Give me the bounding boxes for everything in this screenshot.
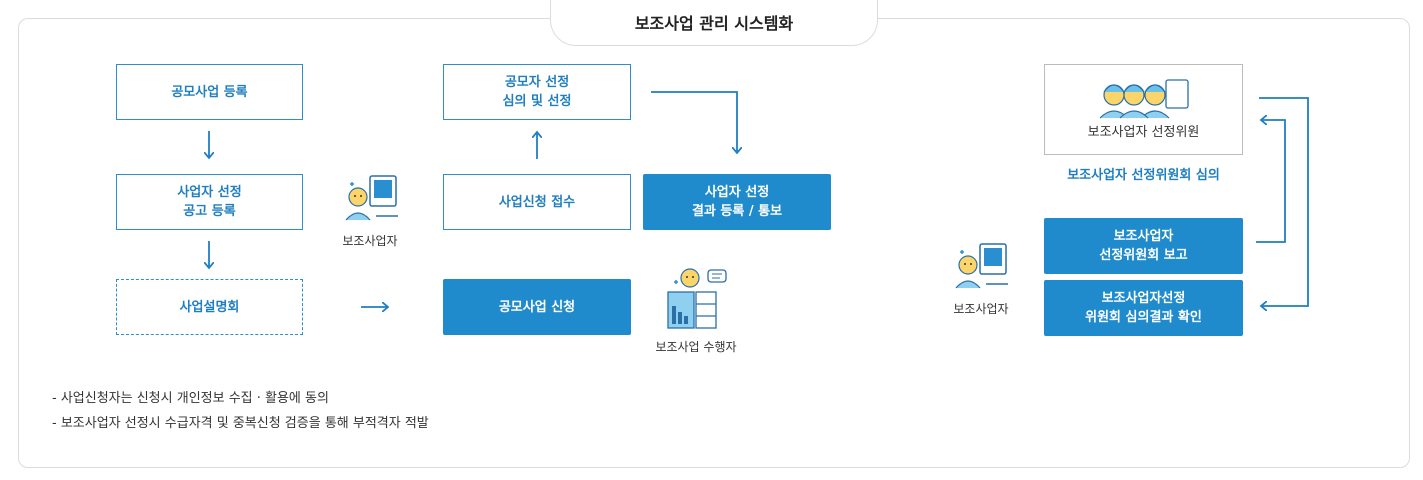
committee-review-label: 보조사업자 선정위원회 심의 [1067, 168, 1220, 183]
committee-box: 보조사업자 선정위원 [1044, 64, 1243, 155]
arrow-report-committee [1256, 120, 1286, 243]
step-result: 사업자 선정 결과 등록 / 통보 [643, 174, 831, 230]
step-announce-label: 사업자 선정 공고 등록 [177, 185, 242, 219]
step-apply: 공모사업 신청 [443, 279, 631, 335]
arrow-committee-confirm [1259, 97, 1309, 306]
operator-left-label: 보조사업자 [342, 234, 398, 248]
step-receive: 사업신청 접수 [443, 174, 631, 230]
operator-right-label: 보조사업자 [953, 302, 1009, 316]
step-report-label: 보조사업자 선정위원회 보고 [1099, 229, 1188, 263]
step-report: 보조사업자 선정위원회 보고 [1044, 218, 1243, 274]
performer-label: 보조사업 수행자 [655, 340, 737, 354]
committee-label: 보조사업자 선정위원 [1087, 125, 1200, 140]
step-result-label: 사업자 선정 결과 등록 / 통보 [691, 185, 783, 219]
step-receive-label: 사업신청 접수 [498, 194, 576, 210]
step-register: 공모사업 등록 [116, 64, 303, 120]
person-with-document-icon [955, 243, 1008, 289]
step-review-label: 공모자 선정 심의 및 선정 [502, 75, 572, 109]
step-review: 공모자 선정 심의 및 선정 [443, 64, 631, 120]
step-apply-label: 공모사업 신청 [498, 299, 576, 315]
person-with-chart-icon [667, 268, 727, 329]
step-confirm-label: 보조사업자선정 위원회 심의결과 확인 [1085, 291, 1202, 325]
arrow-review-result [651, 91, 737, 152]
note-1: - 사업신청자는 신청시 개인정보 수집 · 활용에 동의 [52, 391, 329, 406]
person-with-document-icon [345, 175, 398, 221]
diagram-title: 보조사업 관리 시스템화 [550, 0, 878, 46]
step-register-label: 공모사업 등록 [171, 84, 248, 100]
step-briefing: 사업설명회 [116, 279, 303, 335]
step-announce: 사업자 선정 공고 등록 [116, 174, 303, 230]
note-2: - 보조사업자 선정시 수급자격 및 중복신청 검증을 통해 부적격자 적발 [52, 416, 429, 431]
step-confirm: 보조사업자선정 위원회 심의결과 확인 [1044, 280, 1243, 336]
group-of-people-icon [1099, 79, 1189, 119]
step-briefing-label: 사업설명회 [179, 299, 240, 315]
